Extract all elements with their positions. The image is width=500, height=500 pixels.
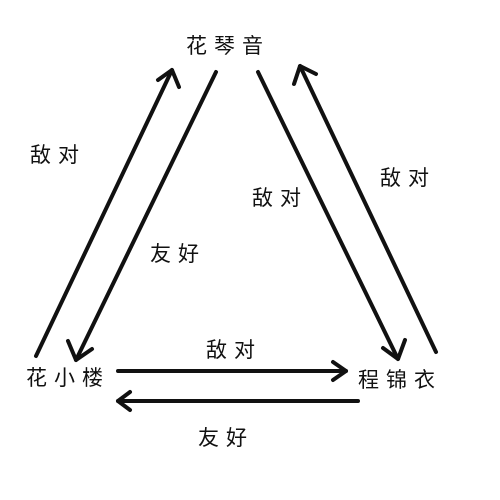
edge-label-right-down: 敌对	[252, 186, 308, 210]
edge-label-bottom-left: 友好	[198, 426, 254, 450]
node-bottom-left: 花小楼	[26, 366, 110, 390]
arrow-right-up	[292, 64, 438, 354]
edge-label-left-up: 敌对	[30, 143, 86, 167]
arrow-left-down	[66, 70, 218, 362]
edge-label-left-down: 友好	[150, 242, 206, 266]
node-top: 花琴音	[186, 34, 270, 58]
arrow-left-up	[34, 68, 181, 358]
edge-label-right-up: 敌对	[380, 166, 436, 190]
node-bottom-right: 程锦衣	[358, 368, 442, 392]
edge-label-bottom-right: 敌对	[206, 338, 262, 362]
arrow-bottom-right	[116, 360, 348, 382]
arrow-right-down	[256, 70, 407, 361]
arrow-bottom-left	[116, 390, 360, 412]
